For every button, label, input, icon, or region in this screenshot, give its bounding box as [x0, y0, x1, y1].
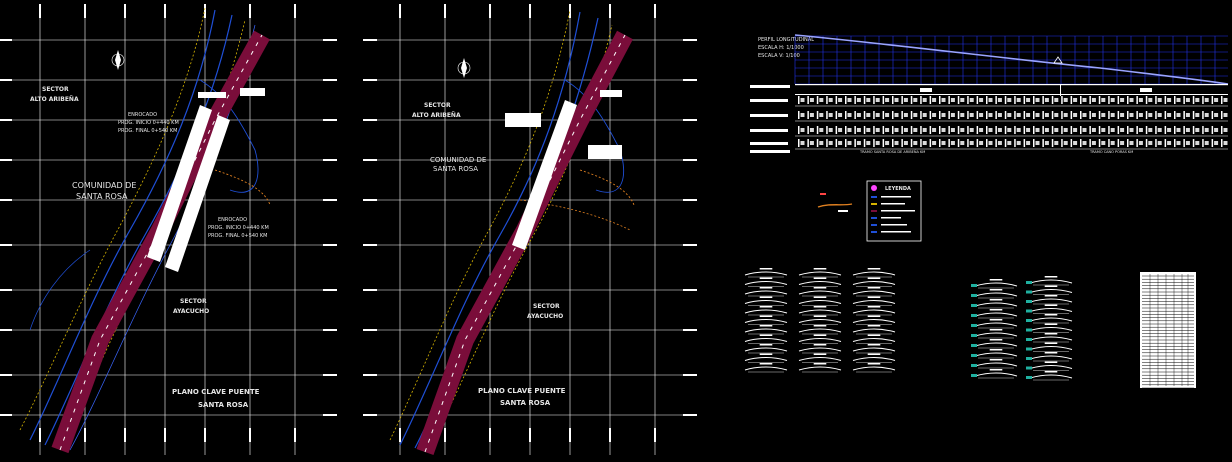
- comunidad-label-1: COMUNIDAD DE SANTA ROSA: [72, 181, 136, 201]
- profile-datum-bars: [795, 84, 1228, 96]
- legend-title: LEYENDA: [885, 186, 911, 192]
- profile-terrain-line: [794, 34, 1229, 85]
- grid-tick-marks-1: [0, 4, 337, 442]
- longitudinal-profile: PERFIL LONGITUDINAL ESCALA H: 1/1000 ESC…: [750, 34, 1229, 154]
- small-location-sketch: [817, 193, 853, 212]
- svg-text:SANTA ROSA: SANTA ROSA: [76, 192, 128, 201]
- profile-marker-icon: [1053, 56, 1063, 64]
- profile-data-rows: [750, 85, 1228, 153]
- sector-label-top-2: SECTOR ALTO ARIBEÑA: [412, 102, 461, 119]
- profile-bottom-label-right: TRAMO CANO PORAS KM: [1089, 150, 1133, 154]
- svg-text:PROG. INICIO 0+440 KM: PROG. INICIO 0+440 KM: [118, 120, 179, 126]
- north-arrow-icon: [457, 58, 471, 78]
- enrocado-label-bottom-1: ENROCADO PROG. INICIO 0+440 KM PROG. FIN…: [208, 217, 269, 239]
- svg-text:ALTO ARIBEÑA: ALTO ARIBEÑA: [30, 96, 79, 103]
- sector-label-top-1: SECTOR ALTO ARIBEÑA: [30, 86, 79, 103]
- legend-rows: [871, 196, 915, 233]
- svg-text:PROG. FINAL 0+540 KM: PROG. FINAL 0+540 KM: [118, 128, 177, 134]
- svg-text:SECTOR: SECTOR: [424, 102, 451, 109]
- plan-sheet-2: SECTOR ALTO ARIBEÑA COMUNIDAD DE SANTA R…: [363, 4, 697, 456]
- svg-text:PERFIL LONGITUDINAL: PERFIL LONGITUDINAL: [758, 37, 814, 43]
- svg-text:COMUNIDAD DE: COMUNIDAD DE: [72, 181, 136, 190]
- enrocado-label-top-1: ENROCADO PROG. INICIO 0+440 KM PROG. FIN…: [118, 112, 179, 134]
- svg-text:PLANO CLAVE PUENTE: PLANO CLAVE PUENTE: [172, 388, 260, 396]
- north-arrow-icon: [111, 50, 125, 70]
- svg-text:ESCALA V: 1/100: ESCALA V: 1/100: [758, 53, 800, 59]
- volume-table: [1140, 272, 1196, 389]
- plan-sheet-1: SECTOR ALTO ARIBEÑA ENROCADO PROG. INICI…: [0, 4, 337, 455]
- svg-text:PLANO CLAVE PUENTE: PLANO CLAVE PUENTE: [478, 387, 566, 395]
- svg-text:SANTA ROSA: SANTA ROSA: [198, 401, 249, 409]
- enrocado-structure-1: [147, 88, 265, 272]
- cross-sections: [744, 268, 1073, 381]
- legend: LEYENDA: [817, 180, 922, 242]
- svg-text:AYACUCHO: AYACUCHO: [173, 308, 209, 315]
- plan-title-2: PLANO CLAVE PUENTE SANTA ROSA: [478, 387, 566, 407]
- comunidad-label-2: COMUNIDAD DE SANTA ROSA: [430, 156, 486, 173]
- sector-label-bottom-1: SECTOR AYACUCHO: [173, 298, 209, 315]
- svg-text:SECTOR: SECTOR: [533, 303, 560, 310]
- profile-title: PERFIL LONGITUDINAL ESCALA H: 1/1000 ESC…: [758, 37, 814, 59]
- svg-text:COMUNIDAD DE: COMUNIDAD DE: [430, 156, 486, 164]
- svg-text:ENROCADO: ENROCADO: [218, 217, 247, 223]
- enrocado-structure-2: [505, 90, 622, 250]
- svg-text:PROG. FINAL 0+540 KM: PROG. FINAL 0+540 KM: [208, 233, 267, 239]
- coordinate-grid-1: [0, 8, 335, 455]
- svg-text:SECTOR: SECTOR: [42, 86, 69, 93]
- grid-tick-marks-2: [363, 4, 697, 442]
- svg-text:SANTA ROSA: SANTA ROSA: [433, 165, 478, 173]
- legend-symbol-icon: [871, 185, 877, 191]
- svg-text:PROG. INICIO 0+440 KM: PROG. INICIO 0+440 KM: [208, 225, 269, 231]
- svg-text:SECTOR: SECTOR: [180, 298, 207, 305]
- profile-bottom-label-left: TRAMO SANTA ROSA DE ARIBEÑA KM: [859, 149, 925, 154]
- svg-text:AYACUCHO: AYACUCHO: [527, 313, 563, 320]
- plan-title-1: PLANO CLAVE PUENTE SANTA ROSA: [172, 388, 260, 409]
- svg-text:ESCALA H: 1/1000: ESCALA H: 1/1000: [758, 45, 804, 51]
- sector-label-bottom-2: SECTOR AYACUCHO: [527, 303, 563, 320]
- coordinate-grid-2: [365, 8, 695, 455]
- svg-text:ALTO ARIBEÑA: ALTO ARIBEÑA: [412, 112, 461, 119]
- svg-text:SANTA ROSA: SANTA ROSA: [500, 399, 551, 407]
- svg-text:ENROCADO: ENROCADO: [128, 112, 157, 118]
